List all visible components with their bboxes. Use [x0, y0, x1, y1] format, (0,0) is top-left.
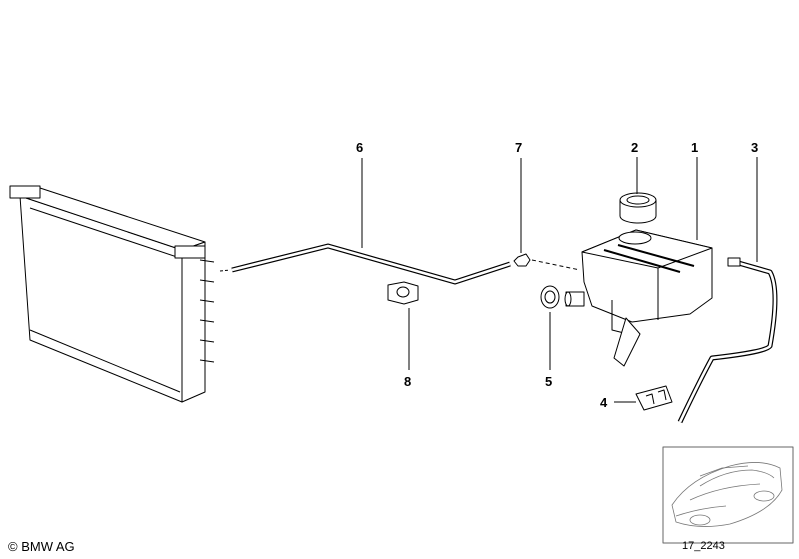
callout-labels: 6 7 2 1 3 8 5 4 — [356, 140, 758, 410]
callout-3: 3 — [751, 140, 758, 155]
clip-part-8 — [387, 281, 419, 305]
callout-1: 1 — [691, 140, 698, 155]
callout-2: 2 — [631, 140, 638, 155]
callout-4: 4 — [600, 395, 608, 410]
cap-part-2 — [619, 192, 657, 224]
copyright-notice: © BMW AG — [8, 539, 75, 554]
hose-part-6 — [219, 243, 511, 285]
nut-part-7 — [513, 253, 581, 271]
callout-6: 6 — [356, 140, 363, 155]
connector-part-5 — [540, 285, 585, 309]
expansion-tank-part-1 — [581, 229, 713, 367]
clip-part-4 — [635, 385, 673, 411]
hose-part-3 — [677, 257, 778, 424]
callout-7: 7 — [515, 140, 522, 155]
callout-8: 8 — [404, 374, 411, 389]
radiator — [9, 185, 215, 403]
callout-5: 5 — [545, 374, 552, 389]
leader-lines — [361, 157, 758, 403]
diagram-reference-number: 17_2243 — [682, 540, 725, 552]
car-thumbnail — [662, 446, 794, 544]
